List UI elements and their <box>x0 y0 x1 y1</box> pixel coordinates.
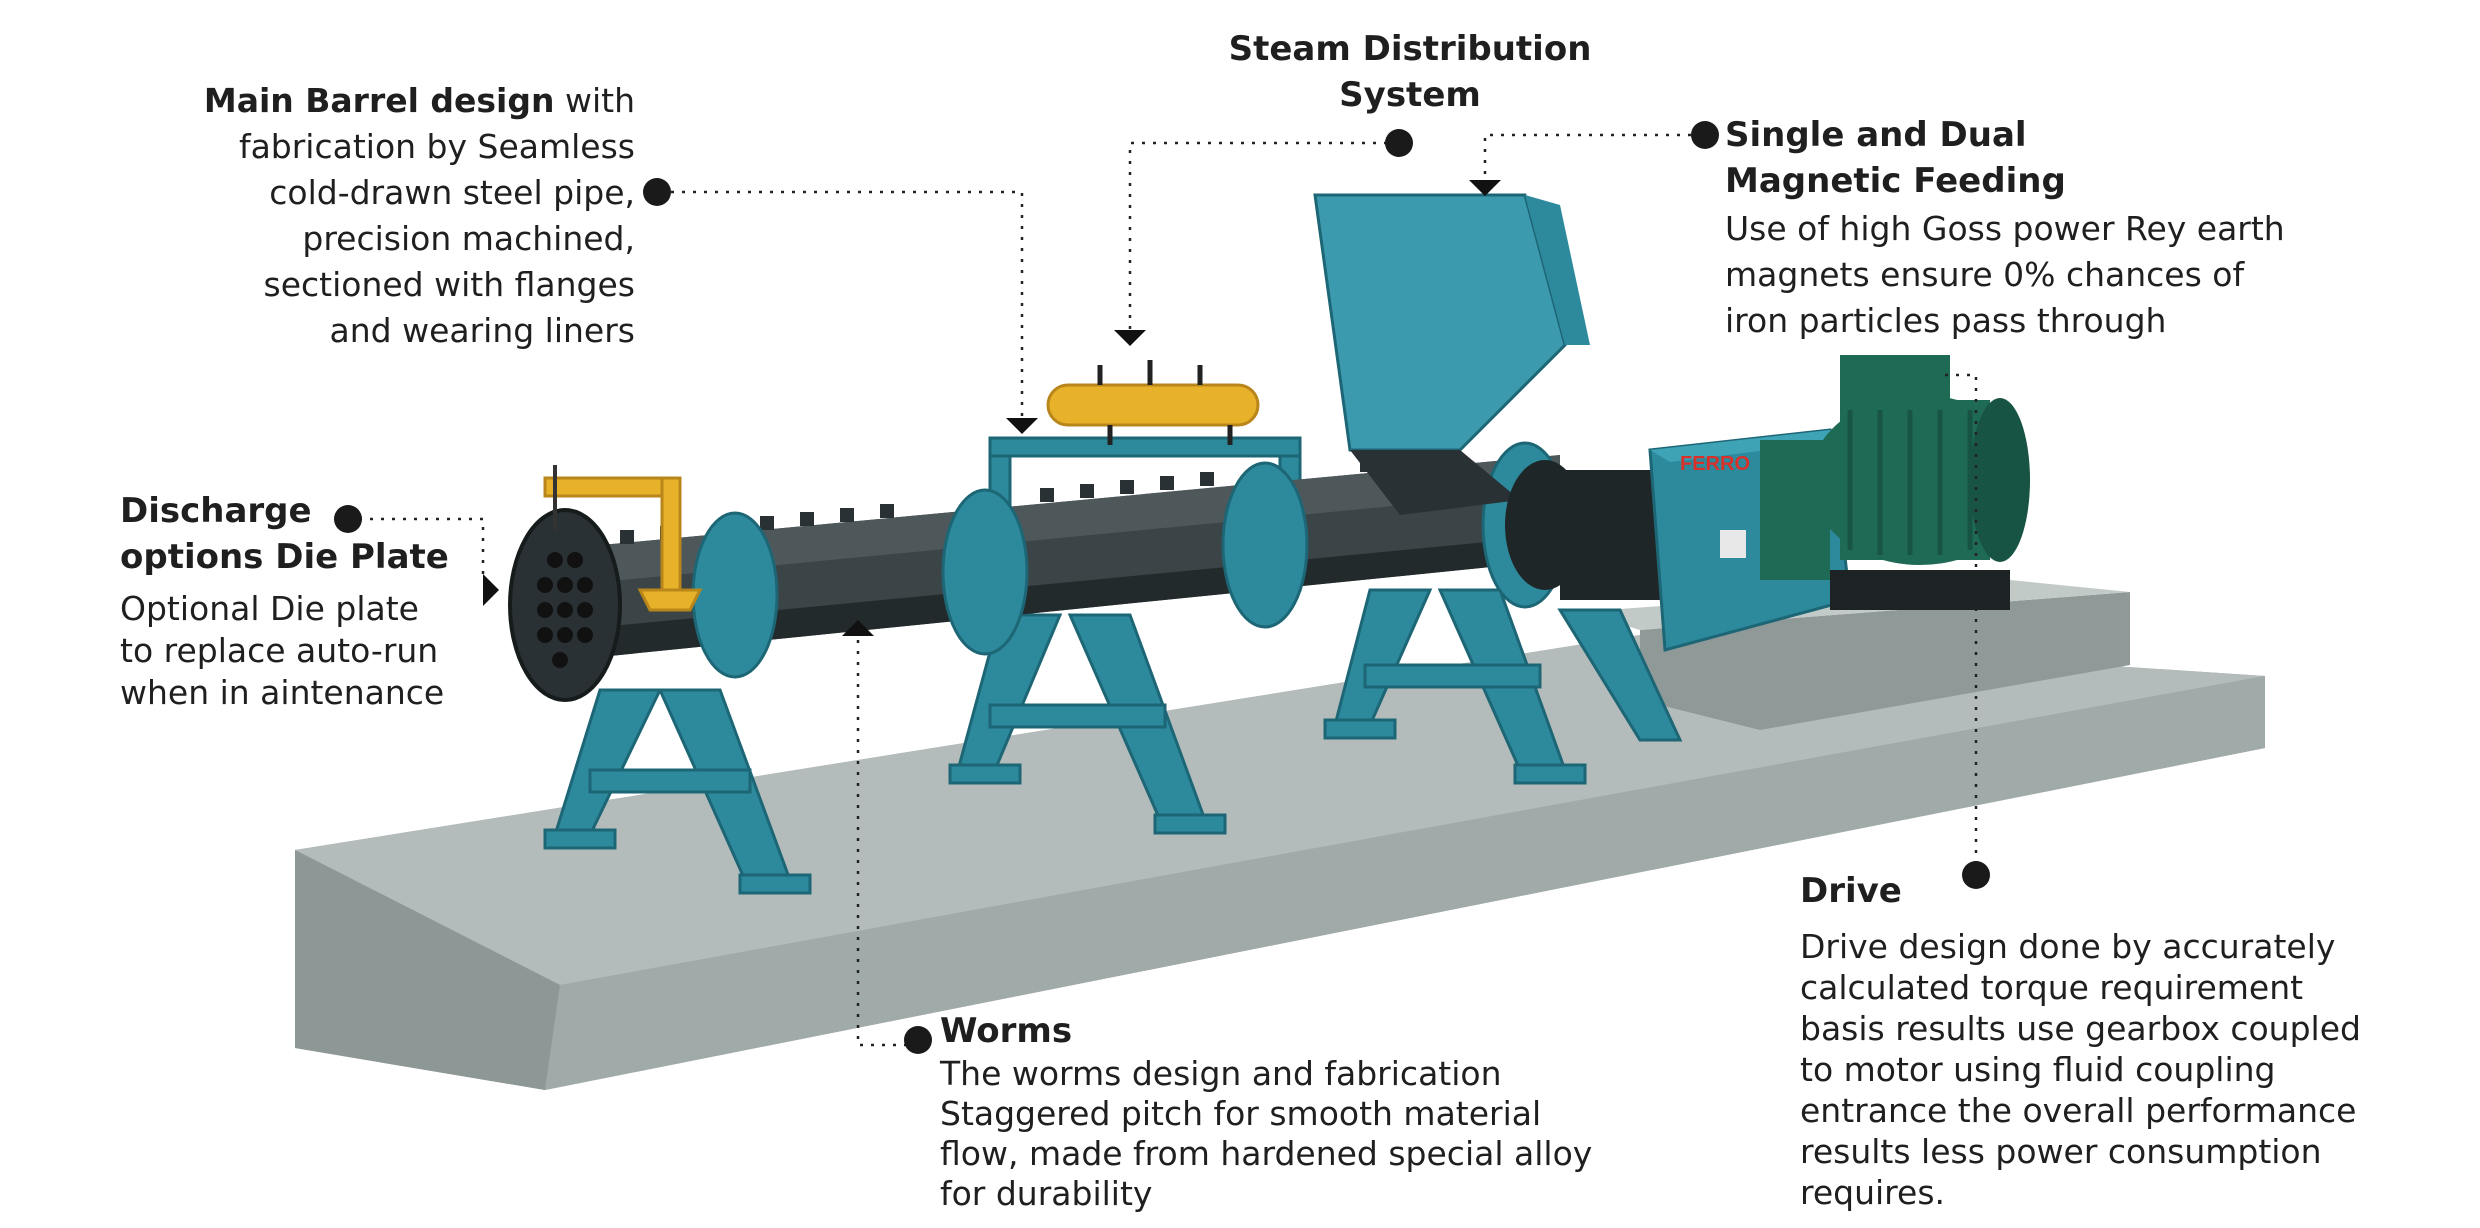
lifting-arm <box>543 465 703 612</box>
drive-body-line: basis results use gearbox coupled <box>1800 1009 2361 1048</box>
drive-heading: Drive <box>1800 871 1902 911</box>
magnetic-body-line: magnets ensure 0% chances of <box>1725 255 2245 294</box>
worms-body-line: flow, made from hardened special alloy <box>940 1134 1593 1173</box>
main-barrel-line: fabrication by Seamless <box>238 127 635 166</box>
callout-main-barrel: Main Barrel design with fabrication by S… <box>140 78 635 354</box>
callout-worms: Worms The worms design and fabrication S… <box>940 1008 1660 1214</box>
discharge-body-line: to replace auto-run <box>120 631 439 670</box>
steam-heading-line: System <box>1339 75 1481 115</box>
magnetic-body-line: Use of high Goss power Rey earth <box>1725 209 2285 248</box>
electric-motor <box>1760 355 2030 610</box>
drive-body-line: requires. <box>1800 1173 1946 1212</box>
dot-main-barrel <box>643 178 671 206</box>
dot-magnetic <box>1691 121 1719 149</box>
discharge-heading-line: Discharge <box>120 491 312 531</box>
dot-steam <box>1385 129 1413 157</box>
magnetic-body-line: iron particles pass through <box>1725 301 2167 340</box>
steam-heading-line: Steam Distribution <box>1228 29 1592 69</box>
drive-body-line: results less power consumption <box>1800 1132 2322 1171</box>
leader-lines <box>348 133 1978 1047</box>
feed-hopper <box>1313 193 1590 515</box>
drive-body-line: entrance the overall performance <box>1800 1091 2357 1130</box>
dot-discharge <box>334 505 362 533</box>
dot-drive <box>1962 861 1990 889</box>
drive-body-line: Drive design done by accurately <box>1800 927 2336 966</box>
discharge-body: Optional Die plate to replace auto-run w… <box>120 588 480 714</box>
magnetic-body: Use of high Goss power Rey earth magnets… <box>1725 206 2345 344</box>
brand-label: FERRO <box>1680 453 1750 475</box>
worms-body-line: The worms design and fabrication <box>940 1054 1502 1093</box>
die-plate <box>508 508 622 702</box>
main-barrel-line: precision machined, <box>302 219 635 258</box>
worms-body-line: for durability <box>940 1174 1153 1213</box>
callout-drive: Drive Drive design done by accurately ca… <box>1800 868 2460 1213</box>
main-barrel-heading-tail: with <box>564 81 635 120</box>
leader-arrowheads <box>483 180 1501 636</box>
discharge-heading-line: options Die Plate <box>120 537 449 577</box>
callout-dots <box>334 121 1990 1054</box>
main-barrel <box>570 450 1560 660</box>
main-barrel-line: sectioned with flanges <box>263 265 635 304</box>
discharge-body-line: Optional Die plate <box>120 589 419 628</box>
main-barrel-first-line: Main Barrel design with <box>140 78 635 124</box>
steam-header <box>1046 360 1260 445</box>
callout-steam: Steam Distribution System <box>1210 26 1610 118</box>
worms-heading: Worms <box>940 1011 1073 1051</box>
drive-body-line: calculated torque requirement <box>1800 968 2304 1007</box>
drive-body-line: to motor using fluid coupling <box>1800 1050 2276 1089</box>
magnetic-heading-line: Single and Dual <box>1725 115 2027 155</box>
support-stand-3 <box>1323 588 1683 785</box>
support-stand-1 <box>543 688 812 895</box>
main-barrel-line: and wearing liners <box>329 311 636 350</box>
concrete-base <box>295 580 2265 1090</box>
callout-discharge: Discharge options Die Plate Optional Die… <box>120 488 480 714</box>
dot-worms <box>904 1026 932 1054</box>
main-barrel-heading: Main Barrel design <box>203 81 555 120</box>
callout-magnetic: Single and Dual Magnetic Feeding Use of … <box>1725 112 2345 344</box>
discharge-body-line: when in aintenance <box>120 673 445 712</box>
main-barrel-line: cold-drawn steel pipe, <box>269 173 635 212</box>
magnetic-heading-line: Magnetic Feeding <box>1725 161 2066 201</box>
drive-body: Drive design done by accurately calculat… <box>1800 926 2460 1213</box>
worms-body-line: Staggered pitch for smooth material <box>940 1094 1542 1133</box>
